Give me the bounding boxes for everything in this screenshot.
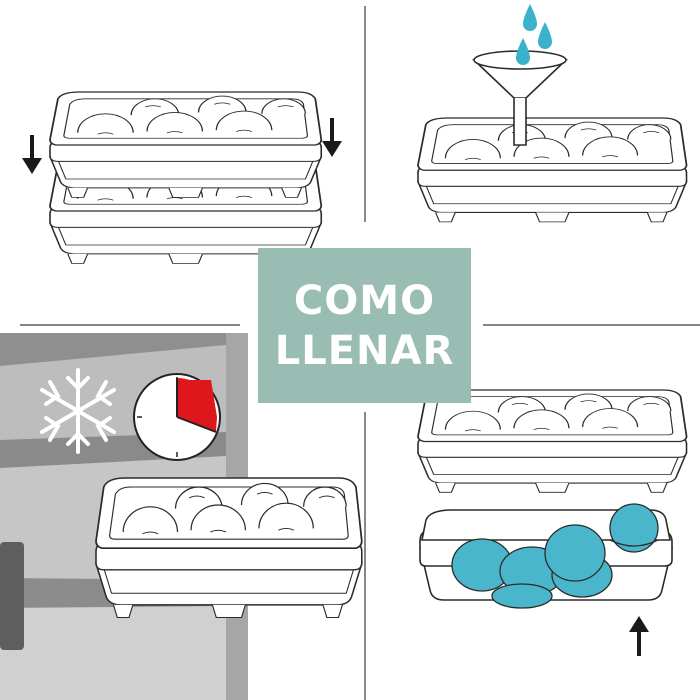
snowflake-icon [40, 368, 116, 454]
arrow-down-icon [22, 118, 342, 174]
timer-icon [133, 373, 221, 461]
title-line-1: COMO [293, 277, 436, 324]
panel-dividers [20, 6, 700, 700]
step-1-stacked-trays [22, 91, 342, 265]
title-line-2: LLENAR [274, 327, 455, 374]
step-4-remove-ice [417, 389, 688, 656]
ice-spheres [451, 503, 659, 609]
step-2-fill-with-water [417, 4, 688, 223]
arrow-up-icon [629, 616, 649, 656]
step-3-freezer [0, 333, 363, 700]
water-drops-icon [516, 4, 552, 65]
title-banner: COMO LLENAR [258, 248, 471, 403]
